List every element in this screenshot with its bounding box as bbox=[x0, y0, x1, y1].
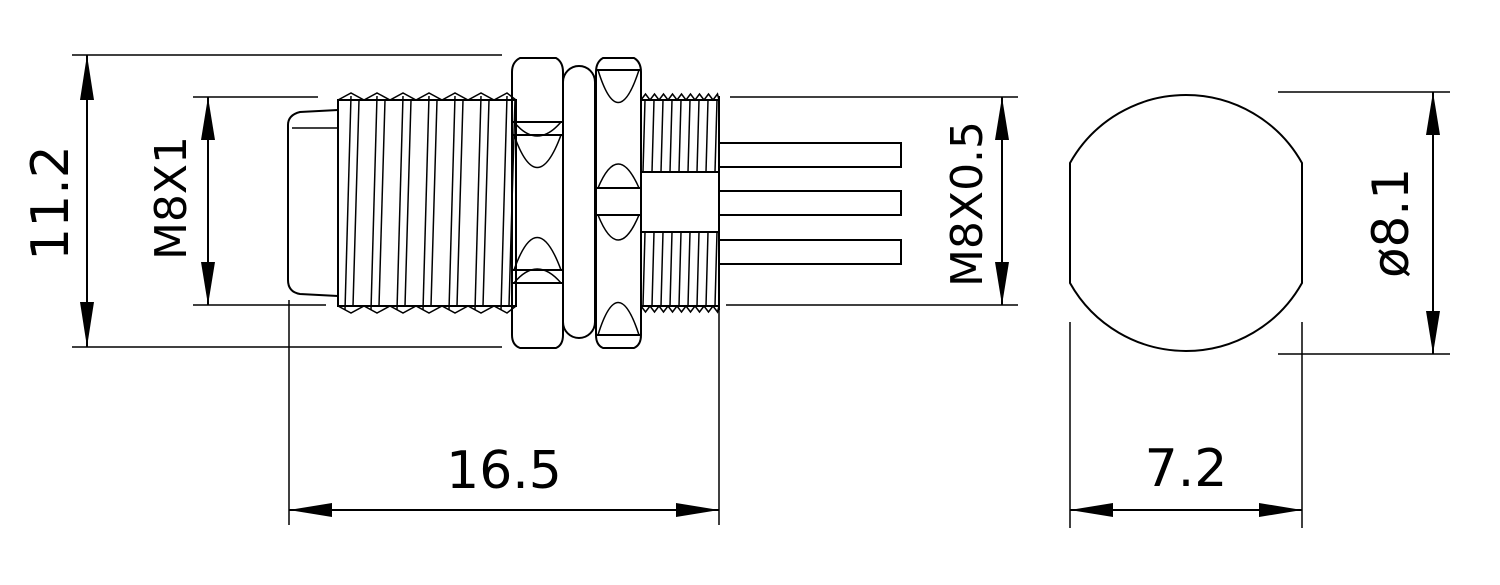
flat-width-label: 7.2 bbox=[1145, 439, 1228, 499]
hex-nut-front bbox=[511, 57, 564, 349]
front-nose bbox=[287, 109, 339, 297]
dim-length: 16.5 bbox=[288, 300, 720, 525]
diameter-label: ø8.1 bbox=[1362, 168, 1420, 278]
front-thread-label: M8X1 bbox=[146, 136, 197, 260]
rear-thread-label: M8X0.5 bbox=[942, 121, 993, 287]
pin-1 bbox=[718, 142, 902, 168]
dim-diameter: ø8.1 bbox=[1278, 91, 1450, 355]
length-label: 16.5 bbox=[446, 441, 562, 501]
contact-pins bbox=[718, 142, 902, 265]
dim-rear-thread: M8X0.5 bbox=[726, 96, 1018, 306]
pin-2 bbox=[718, 190, 902, 216]
dim-overall-height: 11.2 bbox=[21, 54, 502, 348]
rear-thread bbox=[640, 92, 720, 314]
overall-height-label: 11.2 bbox=[21, 145, 81, 261]
dim-flat-width: 7.2 bbox=[1069, 322, 1303, 528]
end-view: 7.2 ø8.1 bbox=[1069, 91, 1450, 528]
pin-3 bbox=[718, 239, 902, 265]
side-view: 11.2 M8X1 M8X0.5 16.5 bbox=[21, 54, 1018, 525]
end-view-outline bbox=[1069, 94, 1303, 352]
front-thread bbox=[337, 92, 517, 314]
dim-front-thread: M8X1 bbox=[146, 96, 326, 306]
hex-nut-rear bbox=[595, 57, 642, 349]
o-ring-washer bbox=[562, 65, 596, 339]
